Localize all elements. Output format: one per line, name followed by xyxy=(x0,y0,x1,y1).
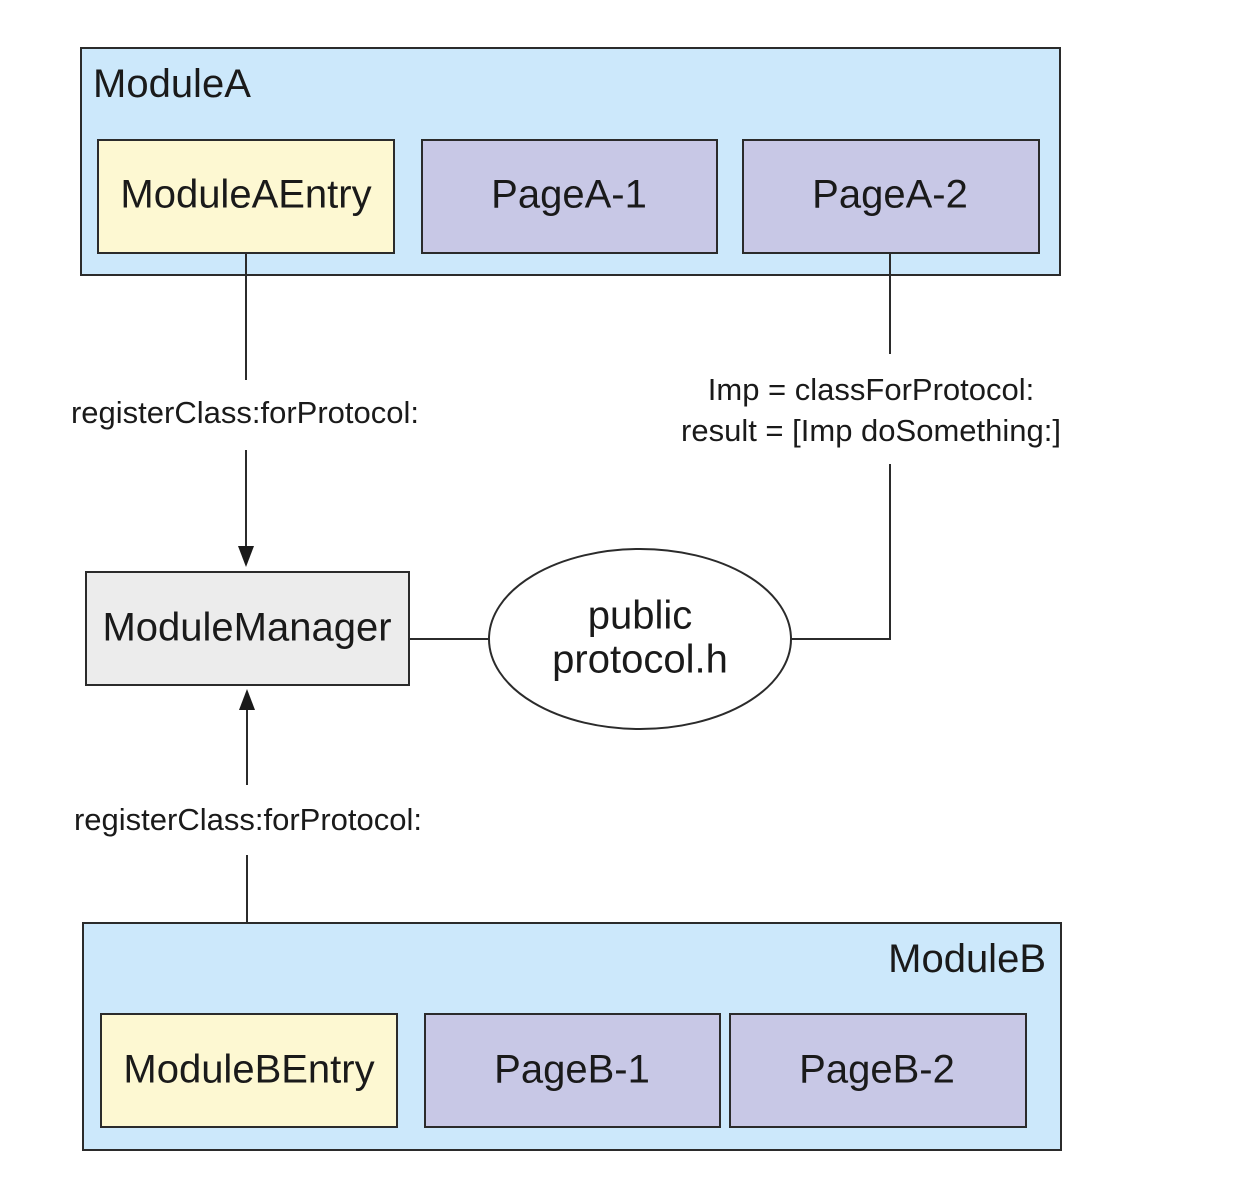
module-a-entry-label: ModuleAEntry xyxy=(120,173,371,217)
lookup-label-line-2: result = [Imp doSomething:] xyxy=(681,413,1061,448)
module-manager-box xyxy=(85,571,410,686)
lookup-line-bottom xyxy=(790,464,891,640)
page-a-2-label: PageA-2 xyxy=(812,173,968,217)
module-b-entry-label: ModuleBEntry xyxy=(123,1048,374,1092)
page-a-1-label: PageA-1 xyxy=(491,173,647,217)
module-b-entry-node: ModuleBEntry xyxy=(100,1013,398,1128)
module-a-entry-node: ModuleAEntry xyxy=(97,139,395,254)
page-b-2-label: PageB-2 xyxy=(799,1048,955,1092)
page-a-2-node: PageA-2 xyxy=(742,139,1040,254)
register-b-arrowhead xyxy=(239,689,255,710)
register-a-label: registerClass:forProtocol: xyxy=(71,395,419,430)
module-a: ModuleA ModuleAEntry PageA-1 PageA-2 xyxy=(80,47,1061,276)
module-a-title: ModuleA xyxy=(93,62,251,106)
module-a-entry-box xyxy=(97,139,395,254)
page-a-1-box xyxy=(421,139,718,254)
lookup-edge: Imp = classForProtocol: result = [Imp do… xyxy=(681,253,1061,640)
module-b: ModuleB ModuleBEntry PageB-1 PageB-2 xyxy=(82,922,1062,1151)
page-b-1-node: PageB-1 xyxy=(424,1013,721,1128)
protocol-ellipse xyxy=(488,548,792,730)
module-manager-label: ModuleManager xyxy=(102,606,391,650)
register-a-arrowhead xyxy=(238,546,254,567)
register-b-label: registerClass:forProtocol: xyxy=(74,802,422,837)
page-b-2-node: PageB-2 xyxy=(729,1013,1027,1128)
protocol-node: public protocol.h xyxy=(488,548,792,730)
lookup-label-line-1: Imp = classForProtocol: xyxy=(708,372,1034,407)
module-b-title: ModuleB xyxy=(888,937,1046,981)
protocol-label-line-2: protocol.h xyxy=(552,638,728,682)
page-b-1-label: PageB-1 xyxy=(494,1048,650,1092)
page-b-1-box xyxy=(424,1013,721,1128)
page-a-1-node: PageA-1 xyxy=(421,139,718,254)
module-manager-node: ModuleManager xyxy=(85,571,410,686)
module-b-entry-box xyxy=(100,1013,398,1128)
page-b-2-box xyxy=(729,1013,1027,1128)
register-b-edge: registerClass:forProtocol: xyxy=(74,689,422,1014)
protocol-label-line-1: public xyxy=(588,594,693,638)
register-a-edge: registerClass:forProtocol: xyxy=(71,253,419,567)
page-a-2-box xyxy=(742,139,1040,254)
